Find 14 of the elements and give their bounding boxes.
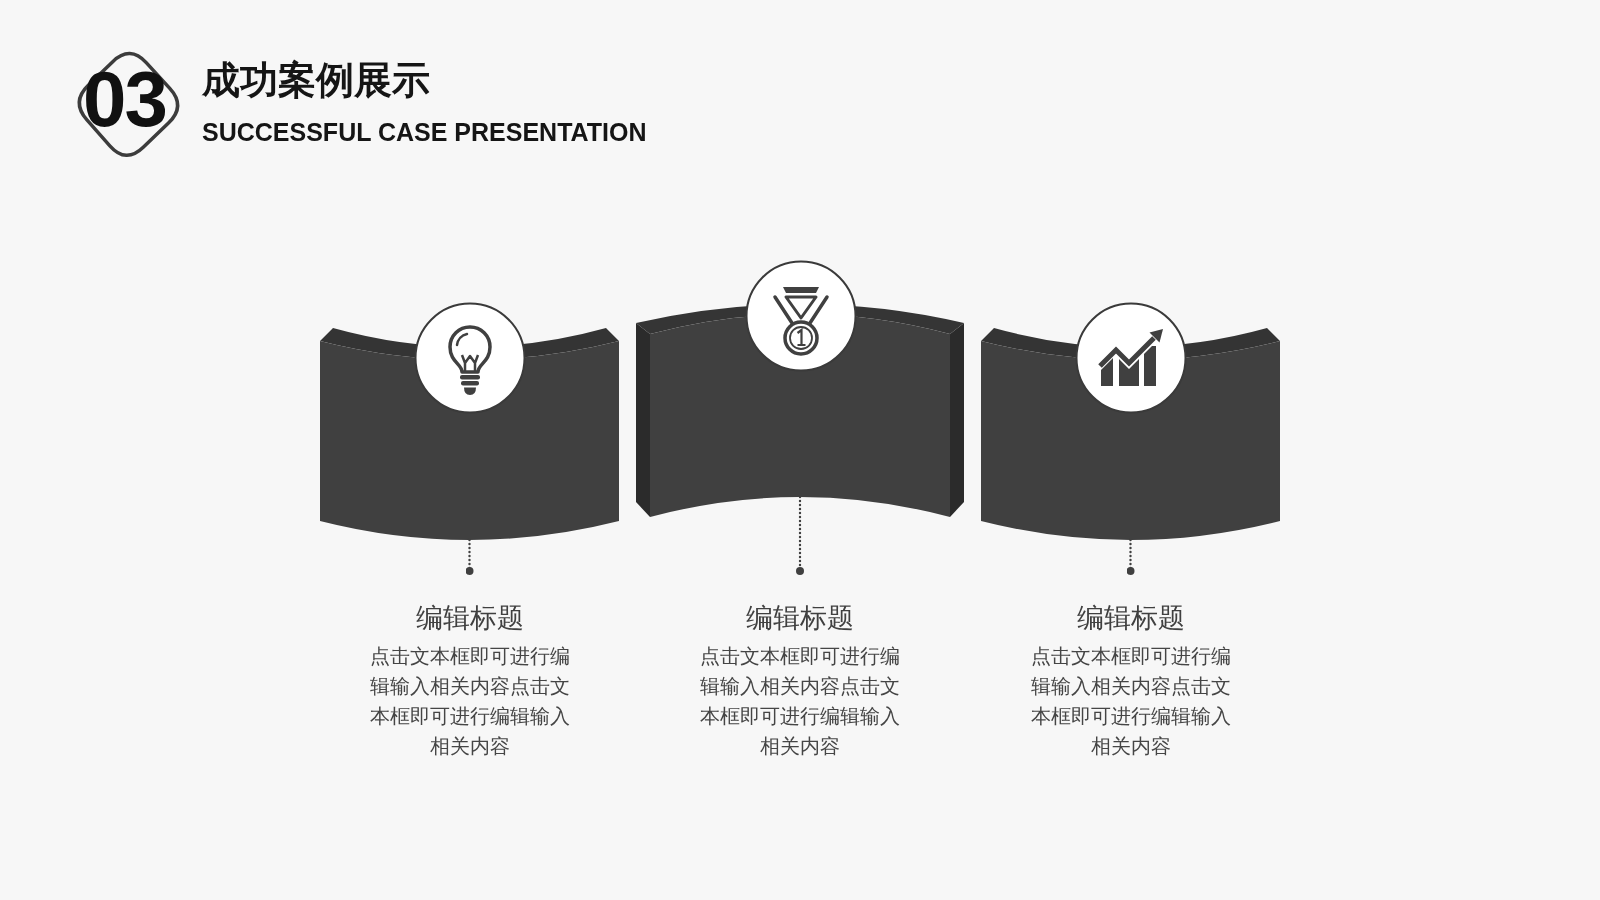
curved-panel xyxy=(636,304,964,517)
section-number: 03 xyxy=(83,60,166,138)
card-description: 点击文本框即可进行编辑输入相关内容点击文本框即可进行编辑输入相关内容 xyxy=(1029,644,1232,759)
slide-title: 成功案例展示 xyxy=(202,58,430,103)
card-heading: 编辑标题 xyxy=(415,602,524,635)
card-heading: 编辑标题 xyxy=(746,602,854,635)
card-description: 点击文本框即可进行编辑输入相关内容点击文本框即可进行编辑输入相关内容 xyxy=(368,644,571,759)
card-description: 点击文本框即可进行编辑输入相关内容点击文本框即可进行编辑输入相关内容 xyxy=(699,644,901,759)
card-heading: 编辑标题 xyxy=(1076,602,1185,635)
slide-subtitle: SUCCESSFUL CASE PRESENTATION xyxy=(202,117,647,147)
number-badge xyxy=(76,50,182,160)
dotted-connector xyxy=(1126,538,1135,577)
dotted-connector xyxy=(796,495,804,577)
dotted-connector xyxy=(465,538,474,577)
